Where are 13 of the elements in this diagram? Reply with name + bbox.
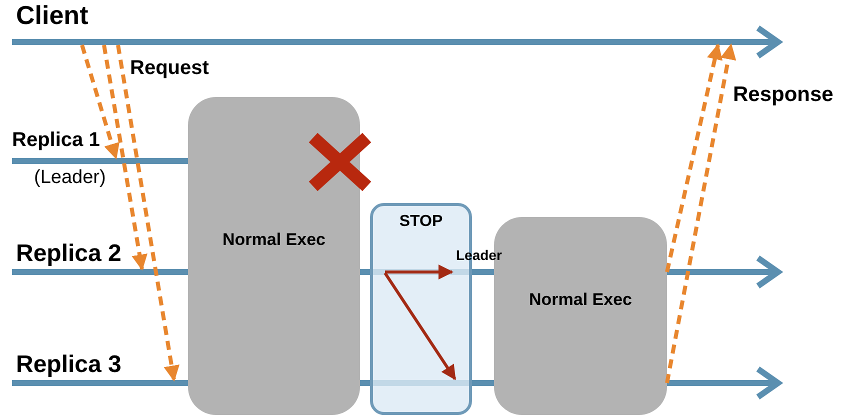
message-label: Response [733, 84, 834, 105]
process-timeline: Replica 2 [12, 242, 144, 275]
role-label: (Leader) [34, 168, 106, 187]
message-arrow [80, 44, 120, 160]
arrow-label: Leader [456, 248, 502, 262]
message-arrow [102, 44, 148, 271]
message-label: Request [130, 58, 209, 78]
message-arrow [665, 43, 723, 272]
message-arrow [665, 43, 736, 384]
process-timeline: Client [12, 2, 774, 45]
process-timeline: Replica 1 [12, 130, 118, 164]
message-arrow [116, 44, 180, 382]
execution-box: Normal Exec [188, 97, 360, 415]
